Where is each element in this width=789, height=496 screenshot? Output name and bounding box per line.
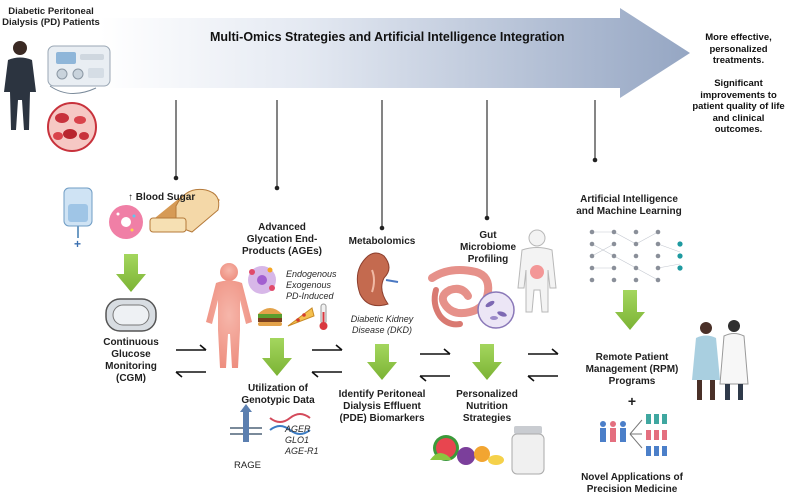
connector-lines	[175, 100, 596, 228]
gene-age-r1: AGE-R1	[285, 446, 319, 456]
blood-cells-icon	[47, 102, 97, 152]
outcome-text-2: Significant improvements to patient qual…	[692, 78, 785, 135]
gene-glo1: GLO1	[285, 435, 310, 445]
donut-icon	[109, 205, 143, 239]
microbe-icon	[477, 291, 515, 329]
neural-nodes	[589, 229, 661, 283]
cgm-label: Continuous Glucose Monitoring (CGM)	[103, 337, 159, 384]
exchange-arrows	[175, 344, 559, 382]
ages-type-pd-induced: PD-Induced	[286, 291, 334, 301]
population-icon	[600, 414, 667, 456]
connector-dots	[173, 157, 598, 231]
kidney-icon	[356, 252, 399, 307]
genotypic-label: Utilization of Genotypic Data	[241, 383, 315, 406]
human-body-icon	[206, 263, 252, 368]
doctor-icon	[719, 320, 749, 400]
neural-output-nodes	[677, 241, 683, 271]
rpm-label: Remote Patient Management (RPM) Programs	[585, 352, 679, 387]
bread-icon	[149, 188, 220, 233]
novel-applications-label: Novel Applications of Precision Medicine	[581, 472, 683, 495]
green-arrow-cgm	[116, 254, 146, 292]
metabolomics-label: Metabolomics	[348, 236, 416, 247]
green-arrow-nutrition	[472, 344, 502, 380]
ages-type-exogenous: Exogenous	[286, 280, 332, 290]
dialysis-machine-icon	[47, 45, 111, 94]
svg-text:+: +	[74, 237, 81, 251]
plus-sign: +	[627, 393, 637, 409]
patient-gown-icon	[692, 322, 720, 400]
outcome-text-1: More effective, personalized treatments.	[705, 32, 772, 66]
iv-bag-icon: +	[63, 187, 93, 251]
rage-receptor-icon	[230, 404, 262, 442]
nutrition-label: Personalized Nutrition Strategies	[456, 389, 518, 424]
green-arrow-rpm	[615, 290, 645, 330]
rage-label: RAGE	[234, 460, 261, 471]
burger-icon	[258, 308, 282, 326]
pizza-icon	[287, 307, 315, 327]
pde-label: Identify Peritoneal Dialysis Effluent (P…	[338, 389, 426, 424]
patient-figure-icon	[4, 41, 36, 130]
neural-network-icon	[591, 231, 681, 281]
green-arrow-pde	[367, 344, 397, 380]
microbiome-label: Gut Microbiome Profiling	[459, 230, 517, 265]
ai-label: Artificial Intelligence and Machine Lear…	[576, 194, 682, 217]
diagram-title: Multi-Omics Strategies and Artificial In…	[210, 30, 565, 44]
intestines-icon	[428, 266, 493, 328]
cgm-device-icon	[105, 298, 157, 332]
ages-label: Advanced Glycation End-Products (AGEs)	[241, 222, 322, 257]
ages-type-endogenous: Endogenous	[286, 269, 337, 279]
age-molecule-icon	[248, 266, 276, 294]
dkd-label: Diabetic Kidney Disease (DKD)	[350, 314, 414, 335]
banner-arrow	[100, 8, 690, 98]
patients-label: Diabetic Peritoneal Dialysis (PD) Patien…	[2, 6, 100, 28]
thermometer-icon	[319, 303, 328, 330]
outline-human-icon	[517, 229, 557, 313]
gene-ager: AGER	[285, 424, 311, 434]
green-arrow-genotypic	[262, 338, 292, 376]
fruit-vegetables-icon	[430, 435, 504, 465]
dna-icon	[269, 413, 311, 435]
blood-sugar-label: ↑ Blood Sugar	[128, 192, 196, 203]
supplement-bottle-icon	[511, 426, 545, 475]
